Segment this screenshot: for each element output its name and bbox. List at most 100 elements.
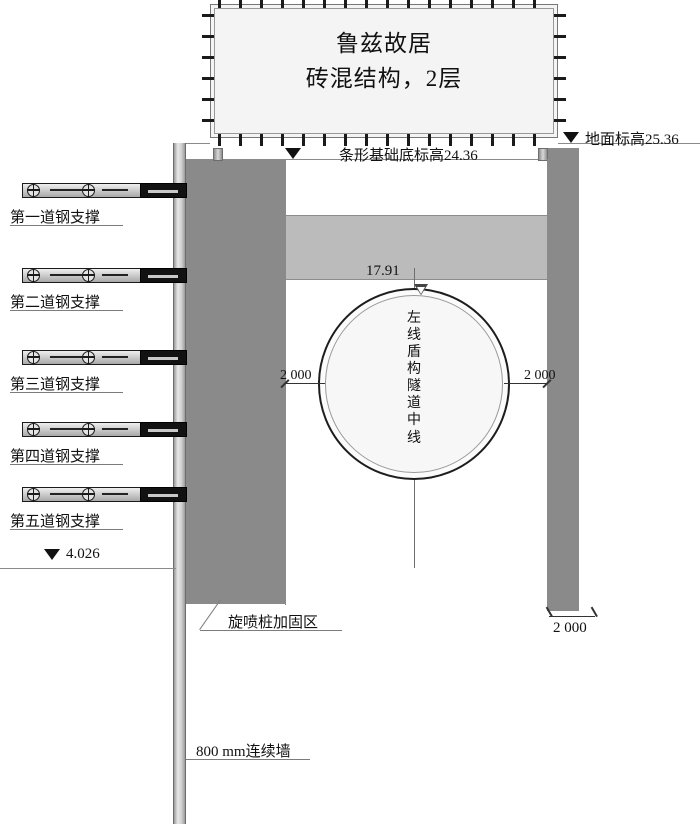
strut-4-dash-a [50,428,88,430]
hatch-tick [218,0,222,8]
tunnel-dim-left-label: 2 000 [280,368,312,383]
water-table-marker [44,549,60,560]
grouting-zone-leader [200,630,342,631]
tunnel-label-char: 左 [407,311,421,326]
hatch-tick [323,0,327,8]
hatch-tick [554,77,566,81]
strut-5-eye-b [82,487,95,501]
hatch-tick [202,119,214,123]
hatch-tick [470,134,474,146]
hatch-tick [281,134,285,146]
tunnel-crown-marker [414,284,428,295]
hatch-tick [386,134,390,146]
hatch-tick [470,0,474,8]
hatch-tick [239,134,243,146]
hatch-tick [407,134,411,146]
strut-3-end [140,350,187,365]
hatch-tick [260,0,264,8]
hatch-tick [407,0,411,8]
strut-5-dash-a [50,493,88,495]
building-label-line2: 砖混结构，2层 [305,65,463,91]
strut-4-eye-a [27,422,40,436]
strut-4-eye-b [82,422,95,436]
hatch-tick [281,0,285,8]
hatch-tick [202,56,214,60]
hatch-tick [323,134,327,146]
strut-1-dash-a [50,189,88,191]
ground-line-right [558,143,700,144]
diaphragm-wall-left [173,143,186,824]
foundation-line [186,159,548,160]
strut-2-dash-a [50,274,88,276]
tunnel-crown-elevation-label: 17.91 [366,263,400,279]
tunnel-label-char: 中 [407,413,421,429]
wall-cap-left [213,148,223,161]
hatch-tick [365,134,369,146]
strut-5-end [140,487,187,502]
hatch-tick [449,134,453,146]
strut-1-end [140,183,187,198]
hatch-tick [344,134,348,146]
strut-1-label: 第一道钢支撑 [10,210,101,226]
hatch-tick [428,134,432,146]
hatch-tick [386,0,390,8]
tunnel-label-char: 道 [407,396,421,412]
hatch-tick [554,119,566,123]
strut-1-dash-b [102,189,128,191]
strut-3-label: 第三道钢支撑 [10,377,101,393]
strut-3-leader [10,392,123,393]
hatch-tick [202,98,214,102]
ground-elevation-marker [563,132,579,143]
strut-3-eye-b [82,350,95,364]
strut-5-leader [10,529,123,530]
grouting-zone-leader-diagonal [199,599,221,630]
hatch-tick [533,0,537,8]
hatch-tick [554,56,566,60]
right-wall-width-label: 2 000 [553,620,587,636]
building-inner-border [214,8,554,134]
water-table-label: 4.026 [66,546,100,562]
building-label-line1: 鲁兹故居 [336,31,432,56]
excavation-edge-right [547,159,548,611]
hatch-tick [449,0,453,8]
right-wall-dim-line [549,616,595,617]
hatch-tick [428,0,432,8]
grouting-reinforcement-block-left [186,160,285,604]
hatch-tick [512,0,516,8]
strut-3-eye-a [27,350,40,364]
ground-line-left [186,143,210,144]
tunnel-label-char: 线 [407,328,421,344]
dim-line-right [504,383,548,384]
hatch-tick [202,77,214,81]
tunnel-label-char: 隧 [407,379,421,395]
building-hatch-pattern [202,0,566,146]
hatch-tick [302,0,306,8]
strut-4-end [140,422,187,437]
ground-elevation-label: 地面标高25.36 [585,132,679,148]
tunnel-label-char: 盾 [407,345,421,361]
strut-4-label: 第四道钢支撑 [10,449,101,465]
diaphragm-wall-right [547,148,579,611]
foundation-elevation-marker [285,148,301,159]
strut-5-dash-b [102,493,128,495]
strut-3-dash-b [102,356,128,358]
tunnel-dim-right-label: 2 000 [524,368,556,383]
hatch-tick [344,0,348,8]
tunnel-label-char: 构 [407,362,421,378]
strut-1-leader [10,225,123,226]
hatch-tick [554,14,566,18]
strut-3-dash-a [50,356,88,358]
strut-2-leader [10,310,123,311]
dim-line-left [285,383,325,384]
hatch-tick [239,0,243,8]
grouting-zone-label: 旋喷桩加固区 [228,615,319,631]
tunnel-centerline-label: 左线盾构隧道中线 [400,310,428,447]
strut-2-eye-b [82,268,95,282]
strut-2-dash-b [102,274,128,276]
building-block: 鲁兹故居 砖混结构，2层 [210,4,558,138]
tunnel-inner-ring [325,295,503,473]
strut-2-end [140,268,187,283]
hatch-tick [554,35,566,39]
building-label: 鲁兹故居 砖混结构，2层 [211,27,557,96]
